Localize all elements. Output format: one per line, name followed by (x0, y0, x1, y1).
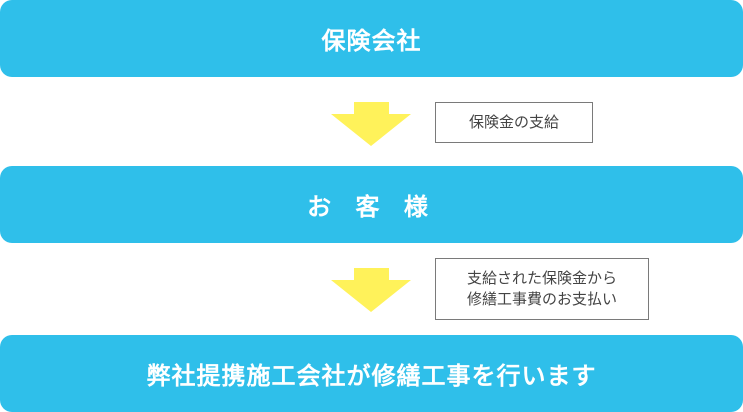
note-text-line2: 修繕工事費のお支払い (466, 290, 617, 308)
down-arrow-icon (331, 268, 411, 312)
note-insurance-payout: 保険金の支給 (435, 102, 593, 143)
step-insurance-company: 保険会社 (0, 0, 743, 77)
note-text: 保険金の支給 (468, 113, 559, 131)
step-customer: お 客 様 (0, 166, 743, 243)
step-label: 保険会社 (321, 27, 422, 55)
step-label: お 客 様 (307, 193, 436, 221)
note-text-line1: 支給された保険金から (466, 269, 617, 287)
step-label: 弊社提携施工会社が修繕工事を行います (146, 362, 597, 390)
down-arrow-icon (331, 102, 411, 146)
step-partner-contractor: 弊社提携施工会社が修繕工事を行います (0, 335, 743, 412)
note-repair-payment: 支給された保険金から 修繕工事費のお支払い (435, 258, 649, 320)
